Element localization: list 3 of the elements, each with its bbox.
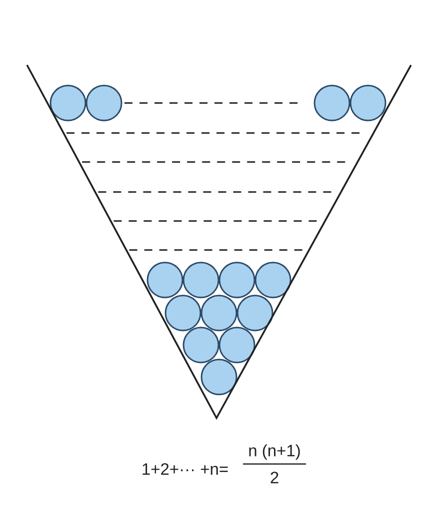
fraction-numerator: n (n+1) [249, 444, 300, 460]
fraction-denominator: 2 [270, 472, 278, 484]
formula-text: 1+2+··· +n= [142, 463, 228, 475]
